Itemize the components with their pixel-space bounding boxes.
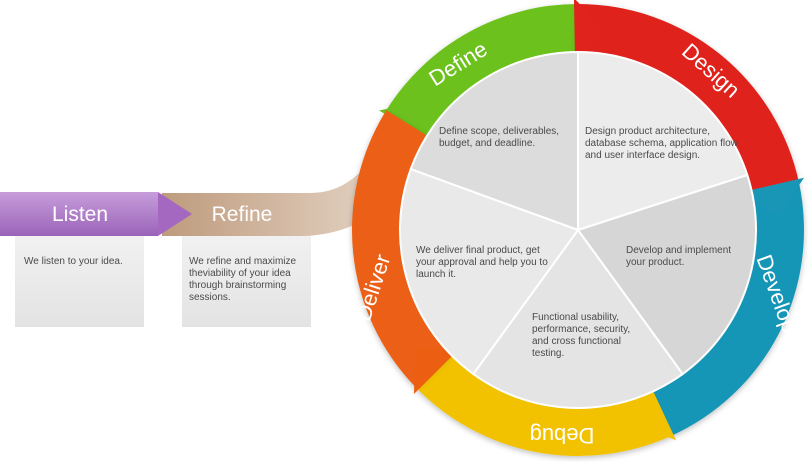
- pie-core: [399, 50, 757, 409]
- debug-pie-wedge: [471, 228, 685, 409]
- define-ring-segment: [386, 4, 578, 137]
- deliver-description: We deliver final product, get your appro…: [416, 245, 548, 280]
- refine-title: Refine: [212, 203, 273, 226]
- listen-title: Listen: [52, 203, 108, 226]
- define-pie-wedge: [409, 50, 579, 232]
- listen-card: [15, 235, 144, 327]
- refine-description: We refine and maximize theviability of y…: [189, 256, 297, 303]
- deliver-arrow-tip: [413, 348, 458, 395]
- deliver-pie-wedge: [399, 167, 580, 376]
- develop-description: Develop and implement your product.: [626, 245, 732, 268]
- listen-arrow: [158, 192, 192, 236]
- debug-title: Debug: [530, 423, 595, 448]
- design-arrow-tip: [573, 0, 606, 61]
- debug-arrow-tip: [633, 384, 677, 441]
- design-ring-segment: [578, 4, 800, 194]
- listen-tab: [0, 192, 158, 236]
- design-pie-wedge: [577, 50, 749, 232]
- debug-description: Functional usability, performance, secur…: [532, 312, 631, 359]
- develop-ring-segment: [649, 183, 804, 437]
- design-description: Design product architecture, database sc…: [585, 126, 738, 161]
- develop-pie-wedge: [576, 173, 757, 376]
- define-description: Define scope, deliverables, budget, and …: [439, 126, 560, 149]
- refine-card: [182, 235, 311, 327]
- listen-description: We listen to your idea.: [24, 256, 123, 267]
- develop-arrow-tip: [743, 177, 805, 216]
